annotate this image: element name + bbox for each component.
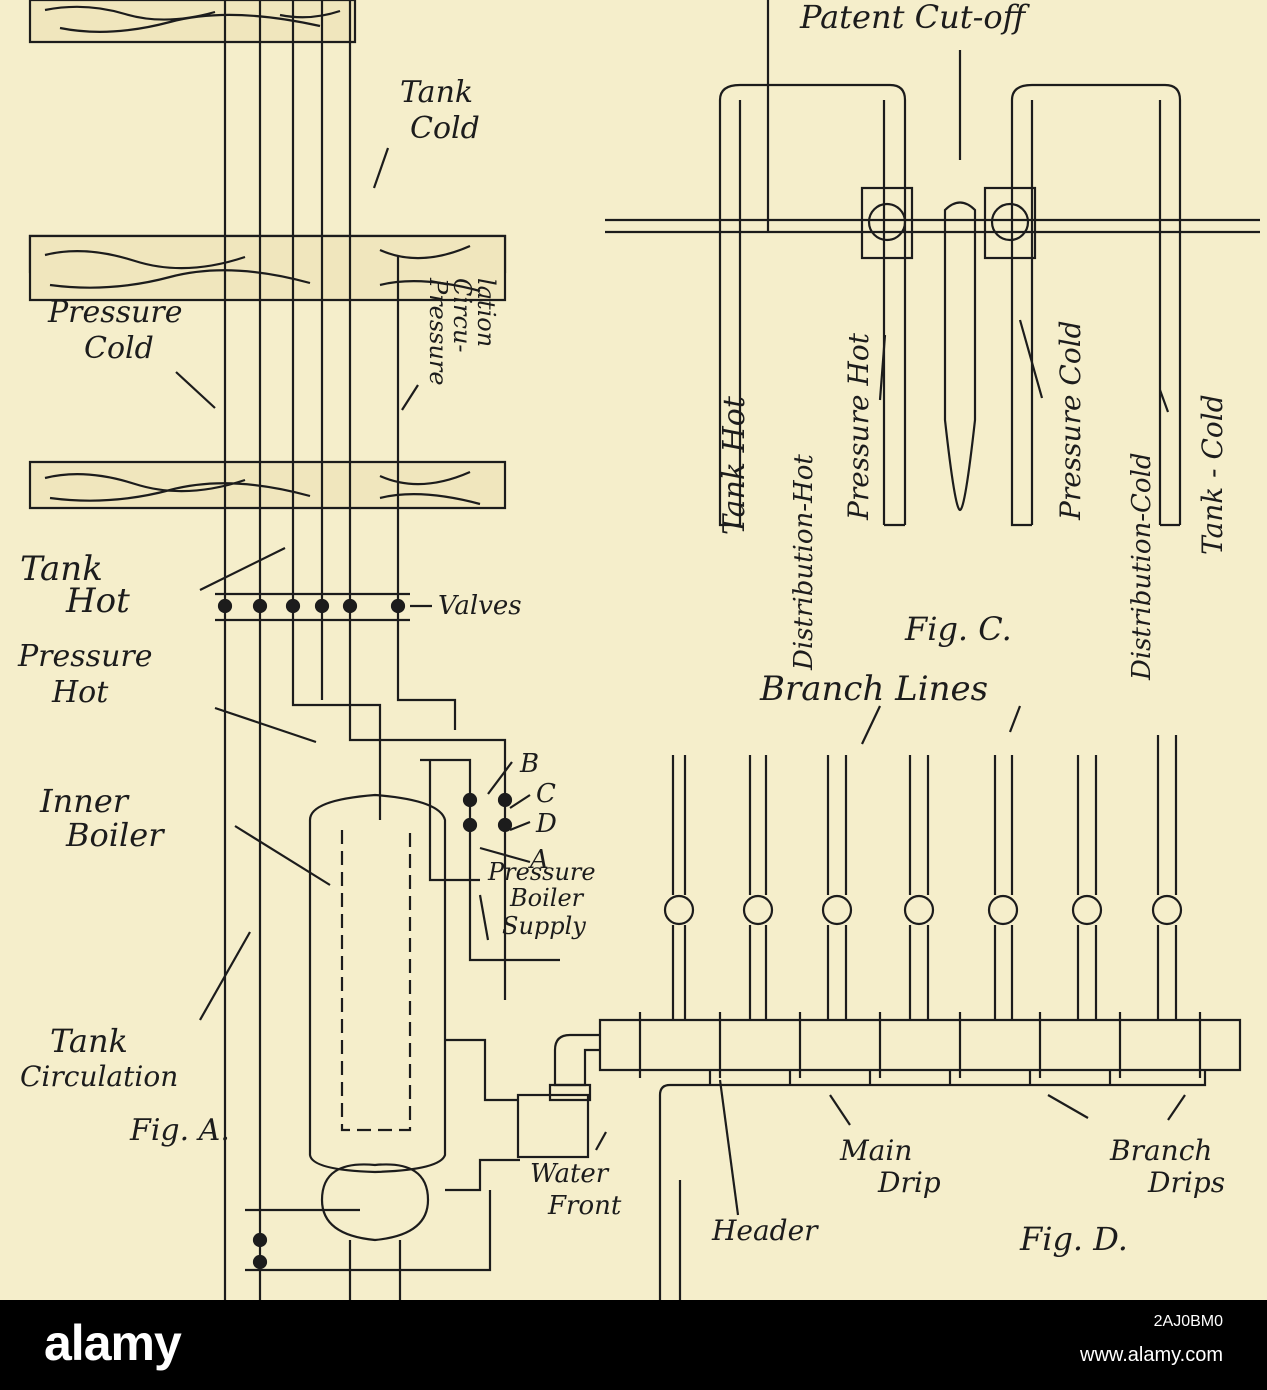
label-pressure-boiler-supply-2: Boiler [509,884,585,912]
label-branch-drips-1: Branch [1109,1134,1212,1167]
watermark-footer [0,1300,1267,1390]
caption-fig-d: Fig. D. [1019,1220,1128,1258]
fig-c-labels: Patent Cut-off Tank Hot Distribution-Hot… [717,0,1229,681]
label-tank-circ-2: Circulation [20,1060,178,1093]
risers [223,0,400,1300]
label-pressure-hot-1: Pressure [17,639,153,674]
fig-a-leaders [175,147,607,1151]
label-branch-drips-2: Drips [1147,1166,1225,1199]
caption-fig-c: Fig. C. [904,610,1012,648]
label-water-front-1: Water [530,1159,610,1189]
boiler [245,793,590,1300]
label-inner-boiler-1: Inner [39,782,130,820]
valve-letter-a: A [528,845,549,875]
label-tank-hot-2: Hot [65,581,130,621]
label-tank-circ-1: Tank [50,1022,128,1060]
label-pressure-circ-1: Pressure [424,277,452,386]
label-header: Header [711,1214,819,1247]
valve-row [215,592,410,622]
valve-letter-c: C [536,779,556,809]
watermark-brand-logo: alamy [44,1315,182,1371]
label-inner-boiler-2: Boiler [65,816,165,854]
valve-letter-b: B [519,749,539,779]
fig-d-drawing [548,705,1242,1300]
label-main-drip-2: Drip [877,1166,941,1199]
drip-lines [658,1070,1207,1300]
floor-beam-2 [28,234,507,302]
watermark-codes: 2AJ0BM0 www.alamy.com [1080,1304,1223,1370]
fig-d-labels: Branch Lines Main Drip Branch Drips Head… [711,669,1225,1258]
vlabel-pressure-cold: Pressure Cold [1054,320,1087,521]
label-pressure-circ-2: Circu- [448,278,476,353]
vlabel-pressure-hot: Pressure Hot [842,332,875,521]
watermark-site: www.alamy.com [1080,1344,1223,1366]
label-pressure-hot-2: Hot [51,675,109,710]
label-water-front-2: Front [547,1191,622,1221]
header-pipe [548,1012,1242,1102]
boiler-piping [291,690,560,1000]
vlabel-distribution-cold: Distribution-Cold [1127,452,1157,681]
label-tank-cold-2: Cold [410,111,480,146]
plumbing-diagram: Tank Cold Pressure Cold Pressure Circu- … [17,0,1260,1300]
label-pressure-cold-2: Cold [84,331,154,366]
fig-c-drawing [605,0,1260,527]
floor-beam-1 [28,0,357,44]
label-branch-lines: Branch Lines [759,669,988,709]
vlabel-tank-cold: Tank - Cold [1196,394,1229,555]
label-pressure-circ-3: lation [472,278,500,347]
label-valves: Valves [438,591,522,621]
fig-a-drawing [28,0,607,1300]
label-pressure-boiler-supply-1: Pressure [487,858,596,886]
vlabel-distribution-hot: Distribution-Hot [789,454,819,671]
label-main-drip-1: Main [839,1134,912,1167]
caption-fig-a: Fig. A. [129,1113,230,1148]
valve-letter-d: D [535,809,557,839]
label-pressure-boiler-supply-3: Supply [502,912,586,940]
label-tank-hot-1: Tank [20,549,103,589]
fig-a-labels: Tank Cold Pressure Cold Pressure Circu- … [17,75,622,1221]
floor-beam-3 [28,460,507,510]
label-pressure-cold-1: Pressure [47,295,183,330]
label-tank-cold-1: Tank [400,75,473,110]
vlabel-tank-hot: Tank Hot [717,395,752,535]
branch-lines [663,735,1183,1020]
watermark-image-id: 2AJ0BM0 [1153,1313,1223,1330]
label-patent-cut-off: Patent Cut-off [799,0,1031,36]
